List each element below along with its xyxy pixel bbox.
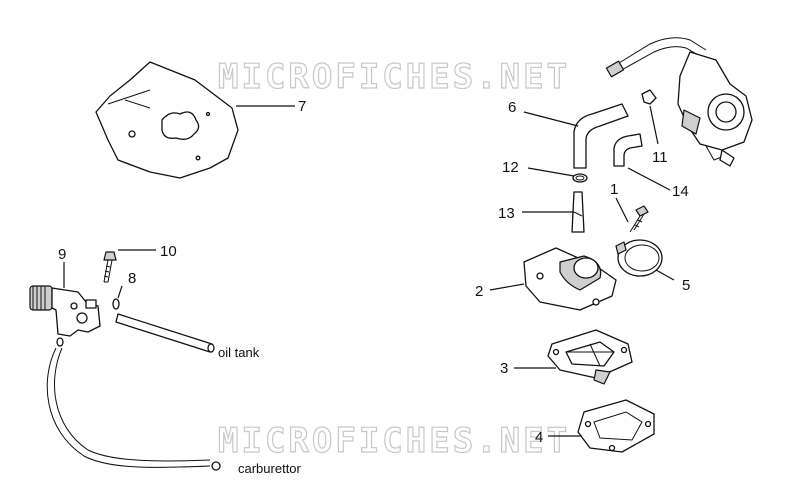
part-8-washer: [112, 298, 120, 310]
callout-11: 11: [652, 149, 668, 166]
callout-4: 4: [535, 429, 543, 446]
callout-8: 8: [128, 270, 136, 287]
part-5-clamp-ring: [615, 239, 663, 277]
part-6-hose: [573, 103, 629, 169]
callout-14: 14: [672, 183, 689, 200]
leader-5: [655, 269, 675, 281]
callout-3: 3: [500, 360, 508, 377]
callout-5: 5: [682, 277, 690, 294]
callout-12: 12: [502, 159, 519, 176]
part-4-gasket: [577, 399, 655, 453]
part-12-clamp: [572, 173, 588, 183]
leader-14: [627, 167, 671, 191]
leader-12: [527, 167, 575, 177]
callout-6: 6: [508, 99, 516, 116]
callout-1: 1: [610, 181, 618, 198]
carburettor-hose: [46, 337, 221, 471]
part-2-intake-manifold: [523, 247, 617, 311]
part-14-hose: [613, 133, 643, 167]
part-9-oil-pump: [29, 285, 101, 337]
leader-1: [615, 197, 629, 223]
carburettor-assembly: [605, 37, 753, 167]
leader-2: [489, 283, 525, 291]
part-11-fitting: [641, 89, 657, 105]
leader-11: [649, 105, 659, 145]
callout-9: 9: [58, 246, 66, 263]
part-3-reed-block: [547, 329, 633, 385]
part-13-reed: [571, 191, 585, 233]
callout-13: 13: [498, 205, 515, 222]
callout-2: 2: [475, 283, 483, 300]
label-oil-tank: oil tank: [218, 345, 260, 360]
label-carburettor: carburettor: [238, 461, 302, 476]
leader-8: [117, 285, 123, 299]
callout-7: 7: [298, 98, 306, 115]
oil-tank-hose: [115, 313, 215, 353]
watermark-bottom: MICROFICHES.NET: [218, 421, 570, 461]
part-10-bolt: [103, 251, 117, 283]
part-1-screw: [629, 205, 649, 233]
callout-10: 10: [160, 243, 177, 260]
leader-6: [523, 111, 579, 127]
watermark-top: MICROFICHES.NET: [218, 57, 570, 97]
part-7-plate: [95, 61, 239, 179]
